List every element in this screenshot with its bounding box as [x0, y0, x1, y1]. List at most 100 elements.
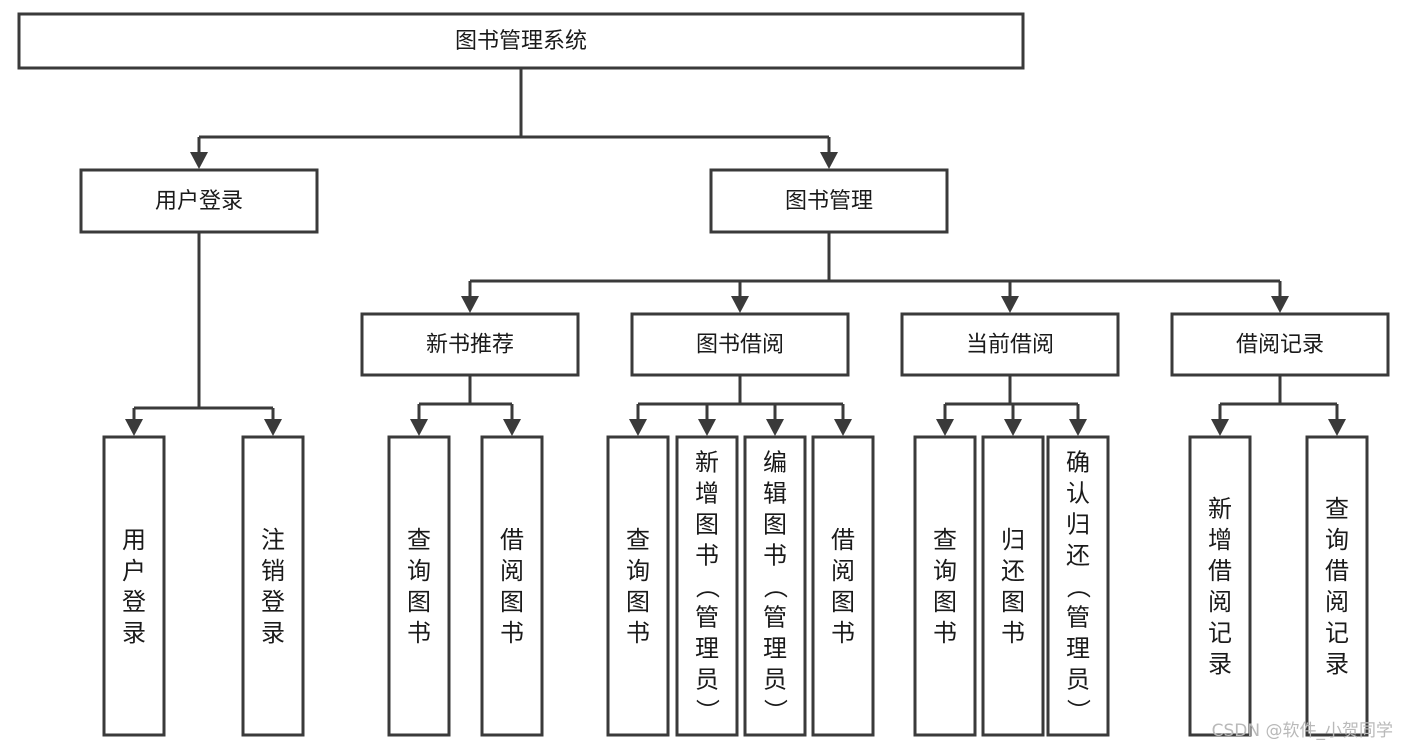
node-box: [360, 312, 580, 377]
node-root[interactable]: 图书管理系统: [17, 12, 1025, 70]
node-box: [1188, 435, 1252, 737]
arrow-head: [1271, 296, 1289, 313]
svg-text:理: 理: [763, 635, 787, 663]
svg-text:查: 查: [933, 526, 957, 554]
svg-text:员: 员: [763, 666, 787, 694]
svg-text:书: 书: [933, 619, 957, 647]
svg-text:查: 查: [407, 526, 431, 554]
svg-text:图: 图: [1001, 588, 1025, 616]
svg-text:新: 新: [1208, 495, 1232, 523]
svg-text:管: 管: [695, 604, 719, 632]
node-label: 用户登录: [155, 189, 243, 214]
svg-text:）: ）: [693, 699, 721, 723]
svg-text:借: 借: [1208, 557, 1232, 585]
node-box: [1170, 312, 1390, 377]
arrow-head: [264, 419, 282, 436]
svg-text:（: （: [693, 575, 721, 599]
node-current-borrow[interactable]: 当前借阅: [900, 312, 1120, 377]
node-box: [1305, 435, 1369, 737]
node-box: [102, 435, 166, 737]
node-label: 借阅记录: [1236, 333, 1324, 358]
node-box: [387, 435, 451, 737]
node-box: [900, 312, 1120, 377]
svg-text:阅: 阅: [500, 557, 524, 585]
node-book-manage[interactable]: 图书管理: [709, 168, 949, 234]
node-book-borrow[interactable]: 图书借阅: [630, 312, 850, 377]
svg-text:图: 图: [626, 588, 650, 616]
node-box: [480, 435, 544, 737]
svg-text:录: 录: [122, 619, 146, 647]
node-layer: 图书管理系统用户登录图书管理新书推荐图书借阅当前借阅借阅记录用户登录注销登录查询…: [17, 12, 1390, 737]
svg-text:还: 还: [1066, 542, 1090, 570]
node-box: [606, 435, 670, 737]
node-new-book-rec[interactable]: 新书推荐: [360, 312, 580, 377]
svg-text:录: 录: [1208, 650, 1232, 678]
svg-text:新: 新: [695, 449, 719, 477]
arrow-head: [936, 419, 954, 436]
connector-group-new-book-rec: [410, 375, 521, 436]
connector-layer: [125, 68, 1346, 436]
node-user-login[interactable]: 用户登录: [79, 168, 319, 234]
svg-text:图: 图: [763, 511, 787, 539]
svg-text:借: 借: [831, 526, 855, 554]
svg-text:理: 理: [1066, 635, 1090, 663]
node-box: [981, 435, 1045, 737]
node-label: 图书借阅: [696, 333, 784, 358]
node-borrow-record[interactable]: 借阅记录: [1170, 312, 1390, 377]
svg-text:图: 图: [500, 588, 524, 616]
node-box: [743, 435, 807, 737]
svg-text:理: 理: [695, 635, 719, 663]
arrow-head: [1001, 296, 1019, 313]
arrow-head: [1004, 419, 1022, 436]
svg-text:查: 查: [626, 526, 650, 554]
svg-text:书: 书: [1001, 619, 1025, 647]
arrow-head: [766, 419, 784, 436]
svg-text:图: 图: [695, 511, 719, 539]
node-label: 新书推荐: [426, 333, 514, 358]
connector-group-book-manage: [461, 232, 1289, 313]
svg-text:图: 图: [933, 588, 957, 616]
arrow-head: [503, 419, 521, 436]
arrow-head: [461, 296, 479, 313]
svg-text:确: 确: [1066, 449, 1090, 477]
svg-text:询: 询: [626, 557, 650, 585]
svg-text:阅: 阅: [1208, 588, 1232, 616]
svg-text:借: 借: [500, 526, 524, 554]
node-box: [811, 435, 875, 737]
arrow-head: [1328, 419, 1346, 436]
svg-text:书: 书: [831, 619, 855, 647]
svg-text:（: （: [761, 575, 789, 599]
svg-text:阅: 阅: [1325, 588, 1349, 616]
arrow-head: [410, 419, 428, 436]
svg-text:录: 录: [261, 619, 285, 647]
node-label: 用户登录: [122, 526, 146, 647]
svg-text:借: 借: [1325, 557, 1349, 585]
svg-text:录: 录: [1325, 650, 1349, 678]
node-box: [241, 435, 305, 737]
node-label: 图书管理系统: [455, 29, 587, 54]
node-box: [630, 312, 850, 377]
svg-text:书: 书: [763, 542, 787, 570]
node-leaf-user-login[interactable]: 用户登录: [102, 435, 166, 737]
svg-text:归: 归: [1001, 526, 1025, 554]
arrow-head: [820, 152, 838, 169]
svg-text:书: 书: [695, 542, 719, 570]
